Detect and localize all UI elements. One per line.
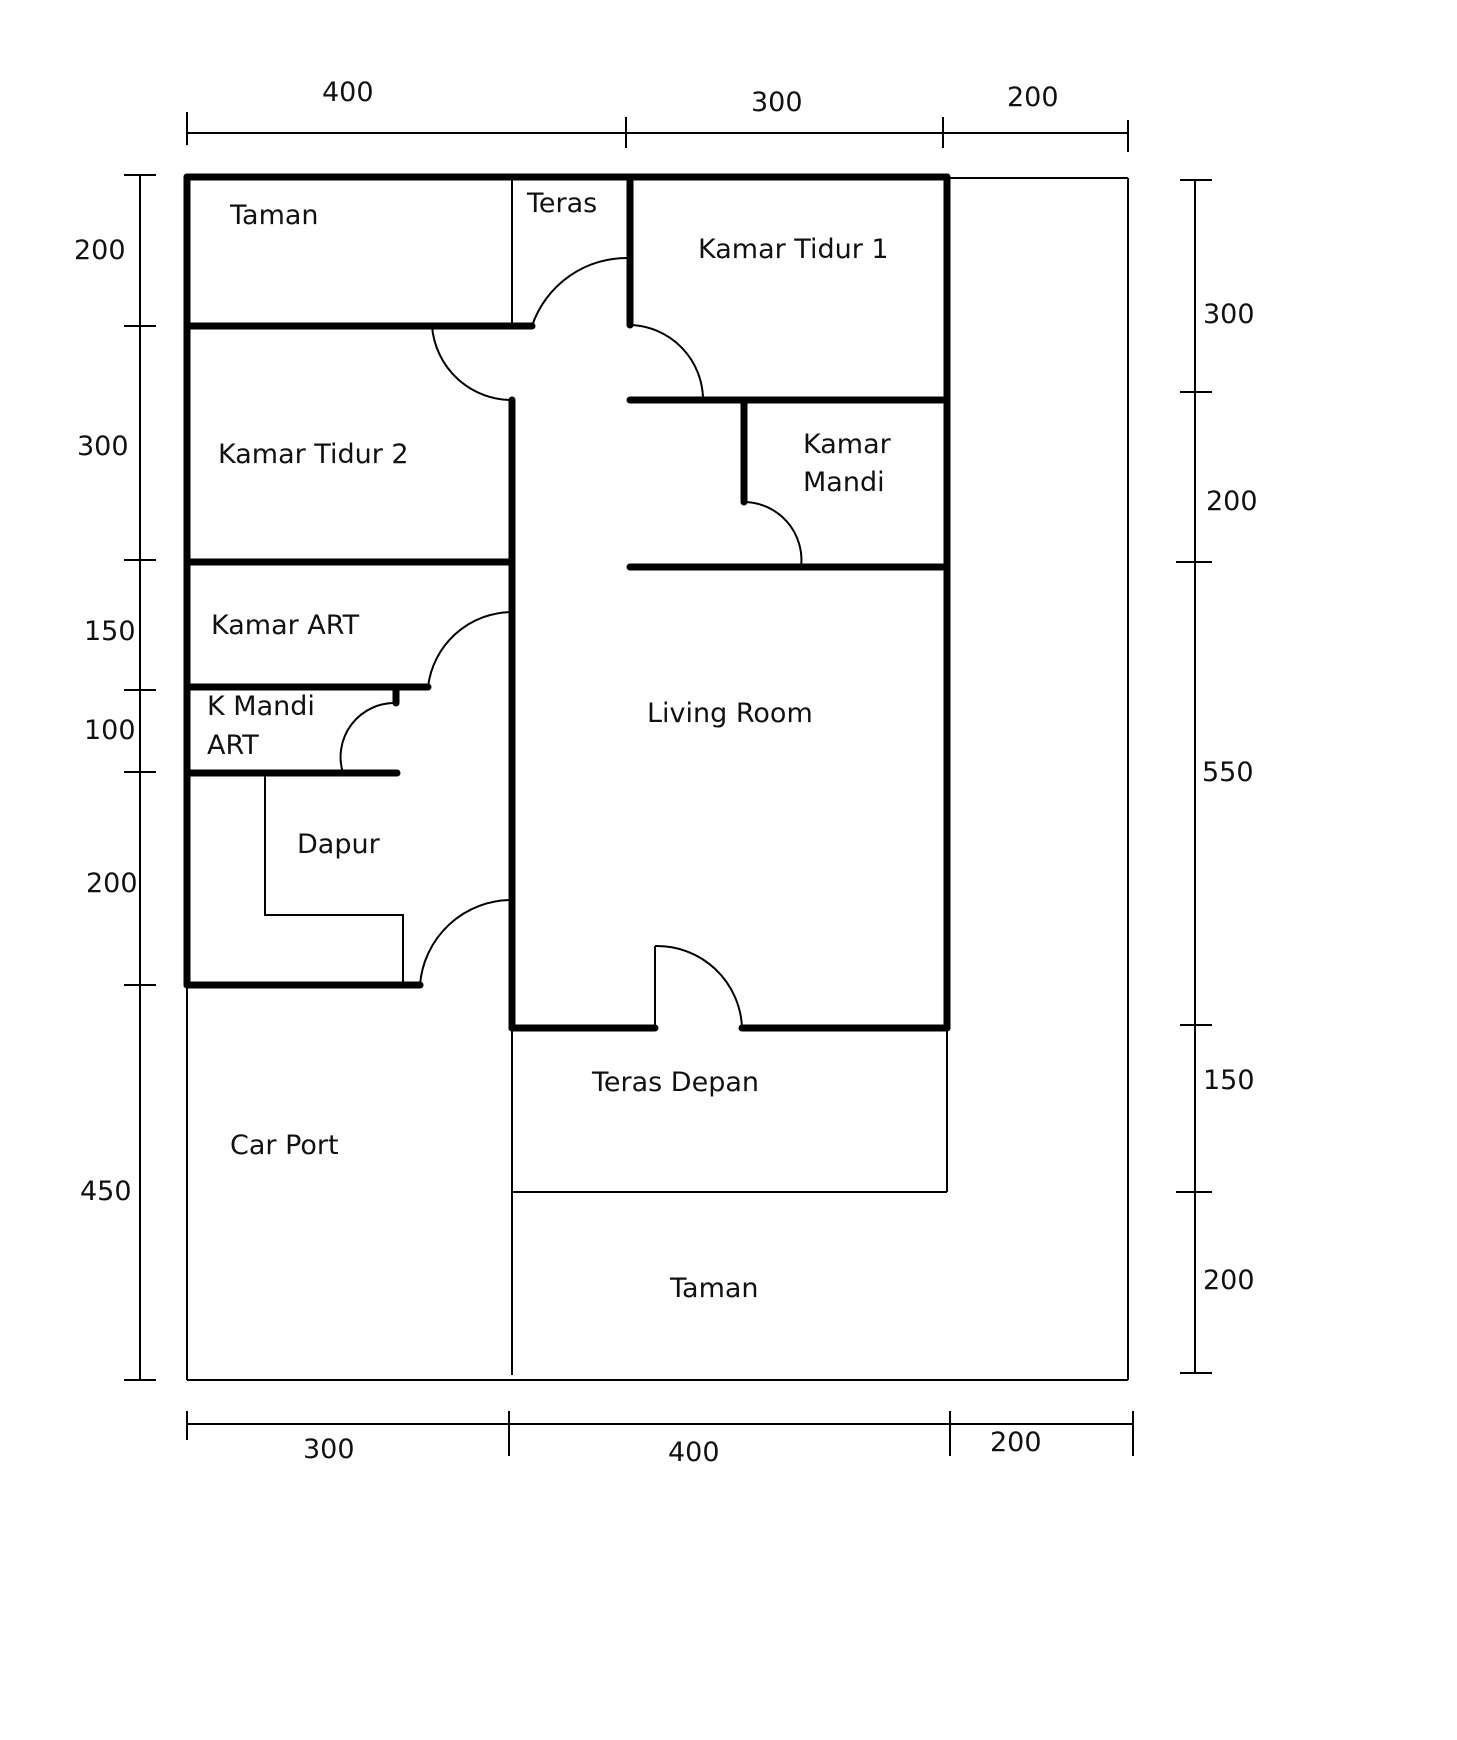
dim-bottom-3: 200 — [990, 1427, 1042, 1458]
door-dapur — [419, 898, 513, 986]
room-label-k-mandi-art-line1: K Mandi — [207, 691, 315, 722]
door-front — [654, 944, 743, 1029]
door-teras — [531, 256, 631, 327]
door-kamar-art — [427, 611, 513, 688]
door-kamar-tidur-1 — [629, 324, 704, 401]
door-kamar-tidur-2 — [431, 325, 513, 402]
dim-left-2: 300 — [77, 431, 129, 462]
dimension-left: 200 300 150 100 200 450 — [74, 174, 156, 1381]
room-label-car-port: Car Port — [230, 1130, 339, 1161]
door-k-mandi-art — [339, 701, 397, 774]
dim-right-4: 150 — [1203, 1065, 1255, 1096]
dimension-top: 400 300 200 — [186, 77, 1129, 152]
dim-bottom-2: 400 — [668, 1437, 720, 1468]
dim-left-6: 450 — [80, 1176, 132, 1207]
dim-right-5: 200 — [1203, 1265, 1255, 1296]
dimension-bottom: 300 400 200 — [186, 1411, 1134, 1468]
dim-right-1: 300 — [1203, 299, 1255, 330]
room-label-kamar-tidur-2: Kamar Tidur 2 — [218, 439, 409, 470]
dim-top-1: 400 — [322, 77, 374, 108]
dim-left-3: 150 — [84, 616, 136, 647]
room-label-k-mandi-art-line2: ART — [207, 730, 259, 761]
dim-top-2: 300 — [751, 87, 803, 118]
room-label-teras-depan: Teras Depan — [591, 1067, 759, 1098]
dim-bottom-1: 300 — [303, 1434, 355, 1465]
dim-top-3: 200 — [1007, 82, 1059, 113]
walls — [183, 173, 951, 1032]
room-label-dapur: Dapur — [297, 829, 381, 860]
room-label-teras: Teras — [526, 188, 597, 219]
room-label-kamar-tidur-1: Kamar Tidur 1 — [698, 234, 889, 265]
dimension-right: 300 200 550 150 200 — [1176, 179, 1258, 1374]
dim-right-2: 200 — [1206, 486, 1258, 517]
door-swings — [339, 256, 803, 1029]
room-label-taman-bottom: Taman — [669, 1273, 759, 1304]
room-label-kamar-mandi-line1: Kamar — [803, 429, 892, 460]
room-label-living-room: Living Room — [647, 698, 813, 729]
room-label-taman-top: Taman — [229, 200, 319, 231]
room-labels: Taman Teras Kamar Tidur 1 Kamar Tidur 2 … — [207, 188, 892, 1304]
dim-left-4: 100 — [84, 715, 136, 746]
dim-left-5: 200 — [86, 868, 138, 899]
room-label-kamar-art: Kamar ART — [211, 610, 360, 641]
room-label-kamar-mandi-line2: Mandi — [803, 467, 885, 498]
dim-left-1: 200 — [74, 235, 126, 266]
door-kamar-mandi — [743, 501, 803, 568]
site-boundary — [186, 177, 1129, 1381]
dim-right-3: 550 — [1202, 757, 1254, 788]
